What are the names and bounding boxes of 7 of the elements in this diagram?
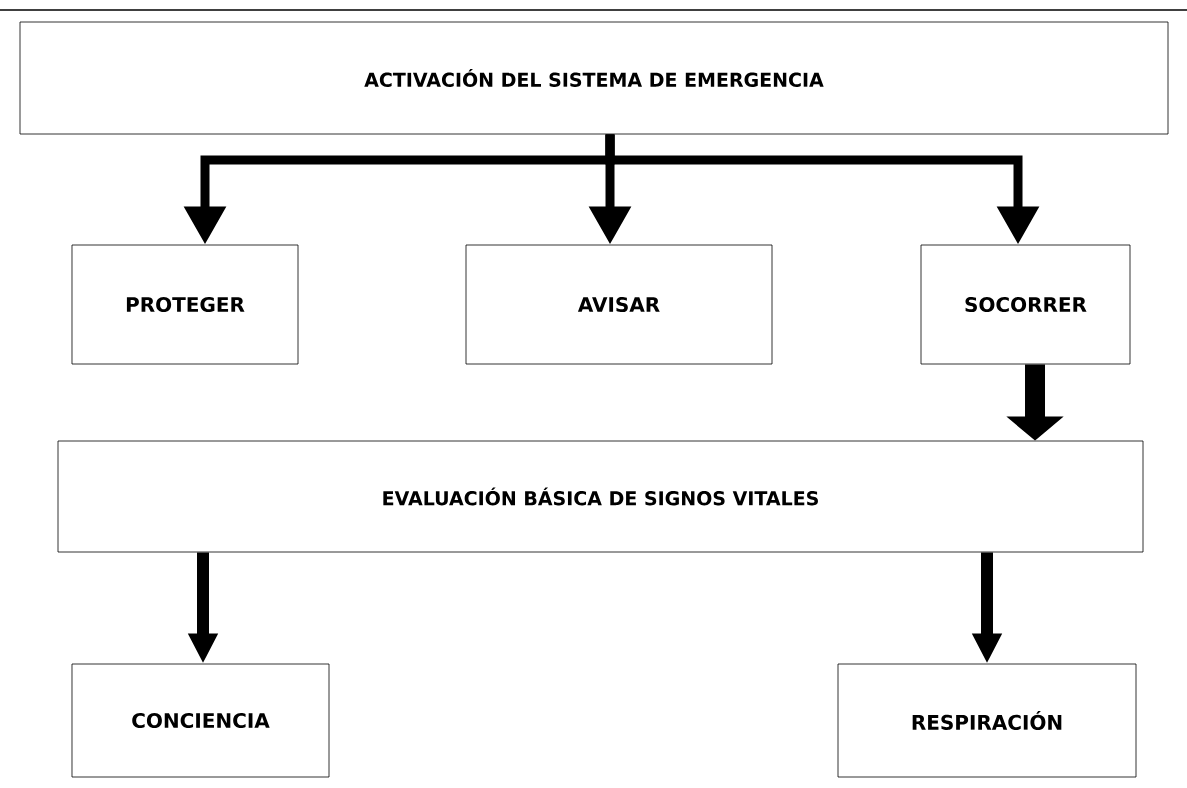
process-box: PROTEGER bbox=[71, 244, 299, 365]
process-box: ACTIVACIÓN DEL SISTEMA DE EMERGENCIA bbox=[19, 21, 1169, 135]
process-box: CONCIENCIA bbox=[71, 663, 330, 778]
process-box: EVALUACIÓN BÁSICA DE SIGNOS VITALES bbox=[57, 440, 1144, 553]
process-box: SOCORRER bbox=[920, 244, 1131, 365]
process-box: RESPIRACIÓN bbox=[837, 663, 1137, 778]
process-box: AVISAR bbox=[465, 244, 773, 365]
